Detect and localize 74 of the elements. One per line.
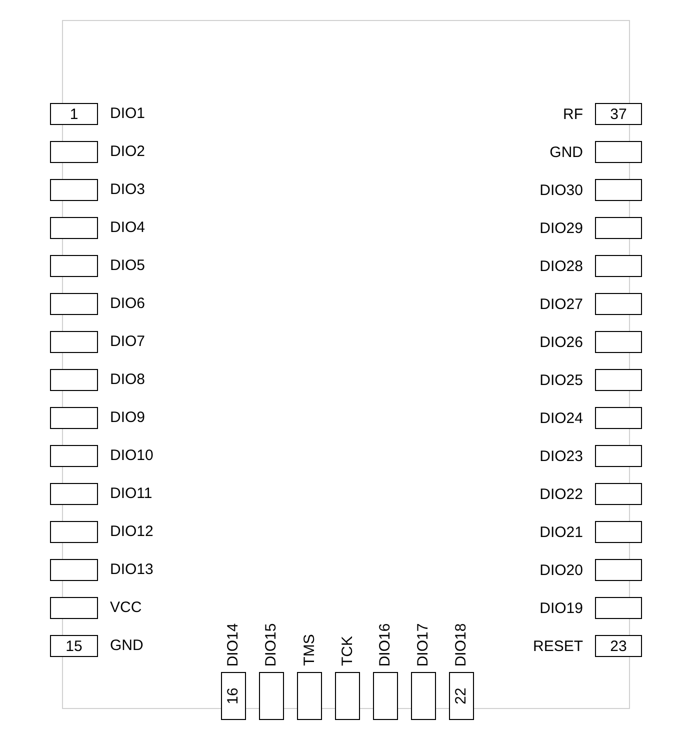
pin-label: DIO20 xyxy=(540,562,583,580)
pin-pad xyxy=(50,369,98,391)
pin-pad xyxy=(595,407,642,429)
pin-label: DIO18 xyxy=(452,622,471,666)
pin-pad xyxy=(595,597,642,619)
pin-label: DIO4 xyxy=(110,219,146,237)
pin-pad xyxy=(50,331,98,353)
pin-label: DIO7 xyxy=(110,333,146,351)
pin-label: DIO13 xyxy=(110,561,154,579)
pin-label: DIO30 xyxy=(540,182,583,200)
pin-label: DIO6 xyxy=(110,295,146,313)
pin-pad xyxy=(50,597,98,619)
pin-label: DIO26 xyxy=(540,334,583,352)
pin-label: DIO3 xyxy=(110,181,146,199)
pin-pad xyxy=(595,255,642,277)
pin-label: DIO12 xyxy=(110,523,154,541)
pin-pad xyxy=(50,255,98,277)
pin-pad: 15 xyxy=(50,635,98,657)
pin-pad xyxy=(595,369,642,391)
pin-label: DIO19 xyxy=(540,600,583,618)
pin-label: DIO8 xyxy=(110,371,146,389)
pin-pad xyxy=(595,483,642,505)
pin-label: DIO2 xyxy=(110,143,146,161)
pin-label: RF xyxy=(563,106,583,124)
pin-label: DIO24 xyxy=(540,410,583,428)
pin-pad: 1 xyxy=(50,103,98,125)
pin-pad xyxy=(50,559,98,581)
pin-label: DIO27 xyxy=(540,296,583,314)
pin-label: DIO21 xyxy=(540,524,583,542)
pin-label: DIO22 xyxy=(540,486,583,504)
pin-pad xyxy=(335,672,360,720)
pin-label: TCK xyxy=(338,636,356,666)
pin-pad xyxy=(50,217,98,239)
pin-label: DIO25 xyxy=(540,372,583,390)
pin-label: TMS xyxy=(300,634,318,666)
pin-label: DIO11 xyxy=(110,485,152,503)
pin-label: DIO14 xyxy=(224,622,243,666)
pin-pad xyxy=(595,521,642,543)
pin-label: DIO16 xyxy=(376,622,395,666)
pin-pad: 22 xyxy=(449,672,474,720)
pin-pad xyxy=(411,672,436,720)
pin-label: DIO28 xyxy=(540,258,583,276)
pin-pad xyxy=(595,445,642,467)
pin-label: DIO1 xyxy=(110,105,146,123)
pin-pad xyxy=(595,331,642,353)
pin-label: RESET xyxy=(532,638,583,656)
pin-pad xyxy=(595,293,642,315)
pin-label: DIO10 xyxy=(110,447,154,465)
pin-pad xyxy=(595,217,642,239)
pin-pad: 37 xyxy=(595,103,642,125)
pin-label: DIO15 xyxy=(262,622,281,666)
pin-label: DIO9 xyxy=(110,409,146,427)
pin-label: DIO5 xyxy=(110,257,146,275)
pin-pad xyxy=(50,293,98,315)
pin-label: DIO17 xyxy=(414,622,433,666)
pin-pad: 16 xyxy=(221,672,246,720)
pin-pad xyxy=(50,179,98,201)
pin-pad: 23 xyxy=(595,635,642,657)
pin-pad xyxy=(595,559,642,581)
pin-pad xyxy=(595,141,642,163)
pin-label: DIO29 xyxy=(540,220,583,238)
pin-pad xyxy=(50,521,98,543)
pin-pad xyxy=(50,483,98,505)
pin-pad xyxy=(50,445,98,467)
pin-label: VCC xyxy=(110,599,142,617)
pin-label: DIO23 xyxy=(540,448,583,466)
pin-pad xyxy=(373,672,398,720)
pin-pad xyxy=(50,141,98,163)
pin-pad xyxy=(595,179,642,201)
pin-pad xyxy=(50,407,98,429)
pin-pad xyxy=(297,672,322,720)
pin-pad xyxy=(259,672,284,720)
pin-label: GND xyxy=(550,144,583,162)
pin-label: GND xyxy=(110,637,144,655)
